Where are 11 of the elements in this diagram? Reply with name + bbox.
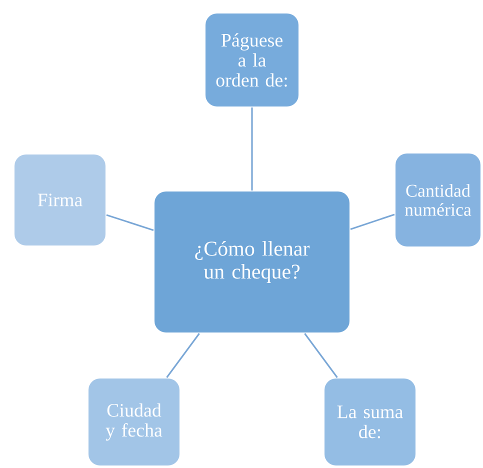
subtopic-box: Ciudad y fecha: [88, 377, 180, 466]
connector-line: [350, 214, 395, 230]
connector-line: [166, 333, 200, 378]
subtopic-box: Páguese a la orden de:: [204, 12, 300, 108]
subtopic-box: Firma: [14, 154, 106, 246]
subtopic-box: La suma de:: [324, 377, 416, 466]
connector-line: [251, 108, 253, 190]
subtopic-box: Cantidad numérica: [394, 152, 482, 248]
connector-line: [304, 333, 338, 378]
connector-line: [106, 214, 154, 231]
topic-box: ¿Cómo llenar un cheque?: [154, 190, 350, 334]
